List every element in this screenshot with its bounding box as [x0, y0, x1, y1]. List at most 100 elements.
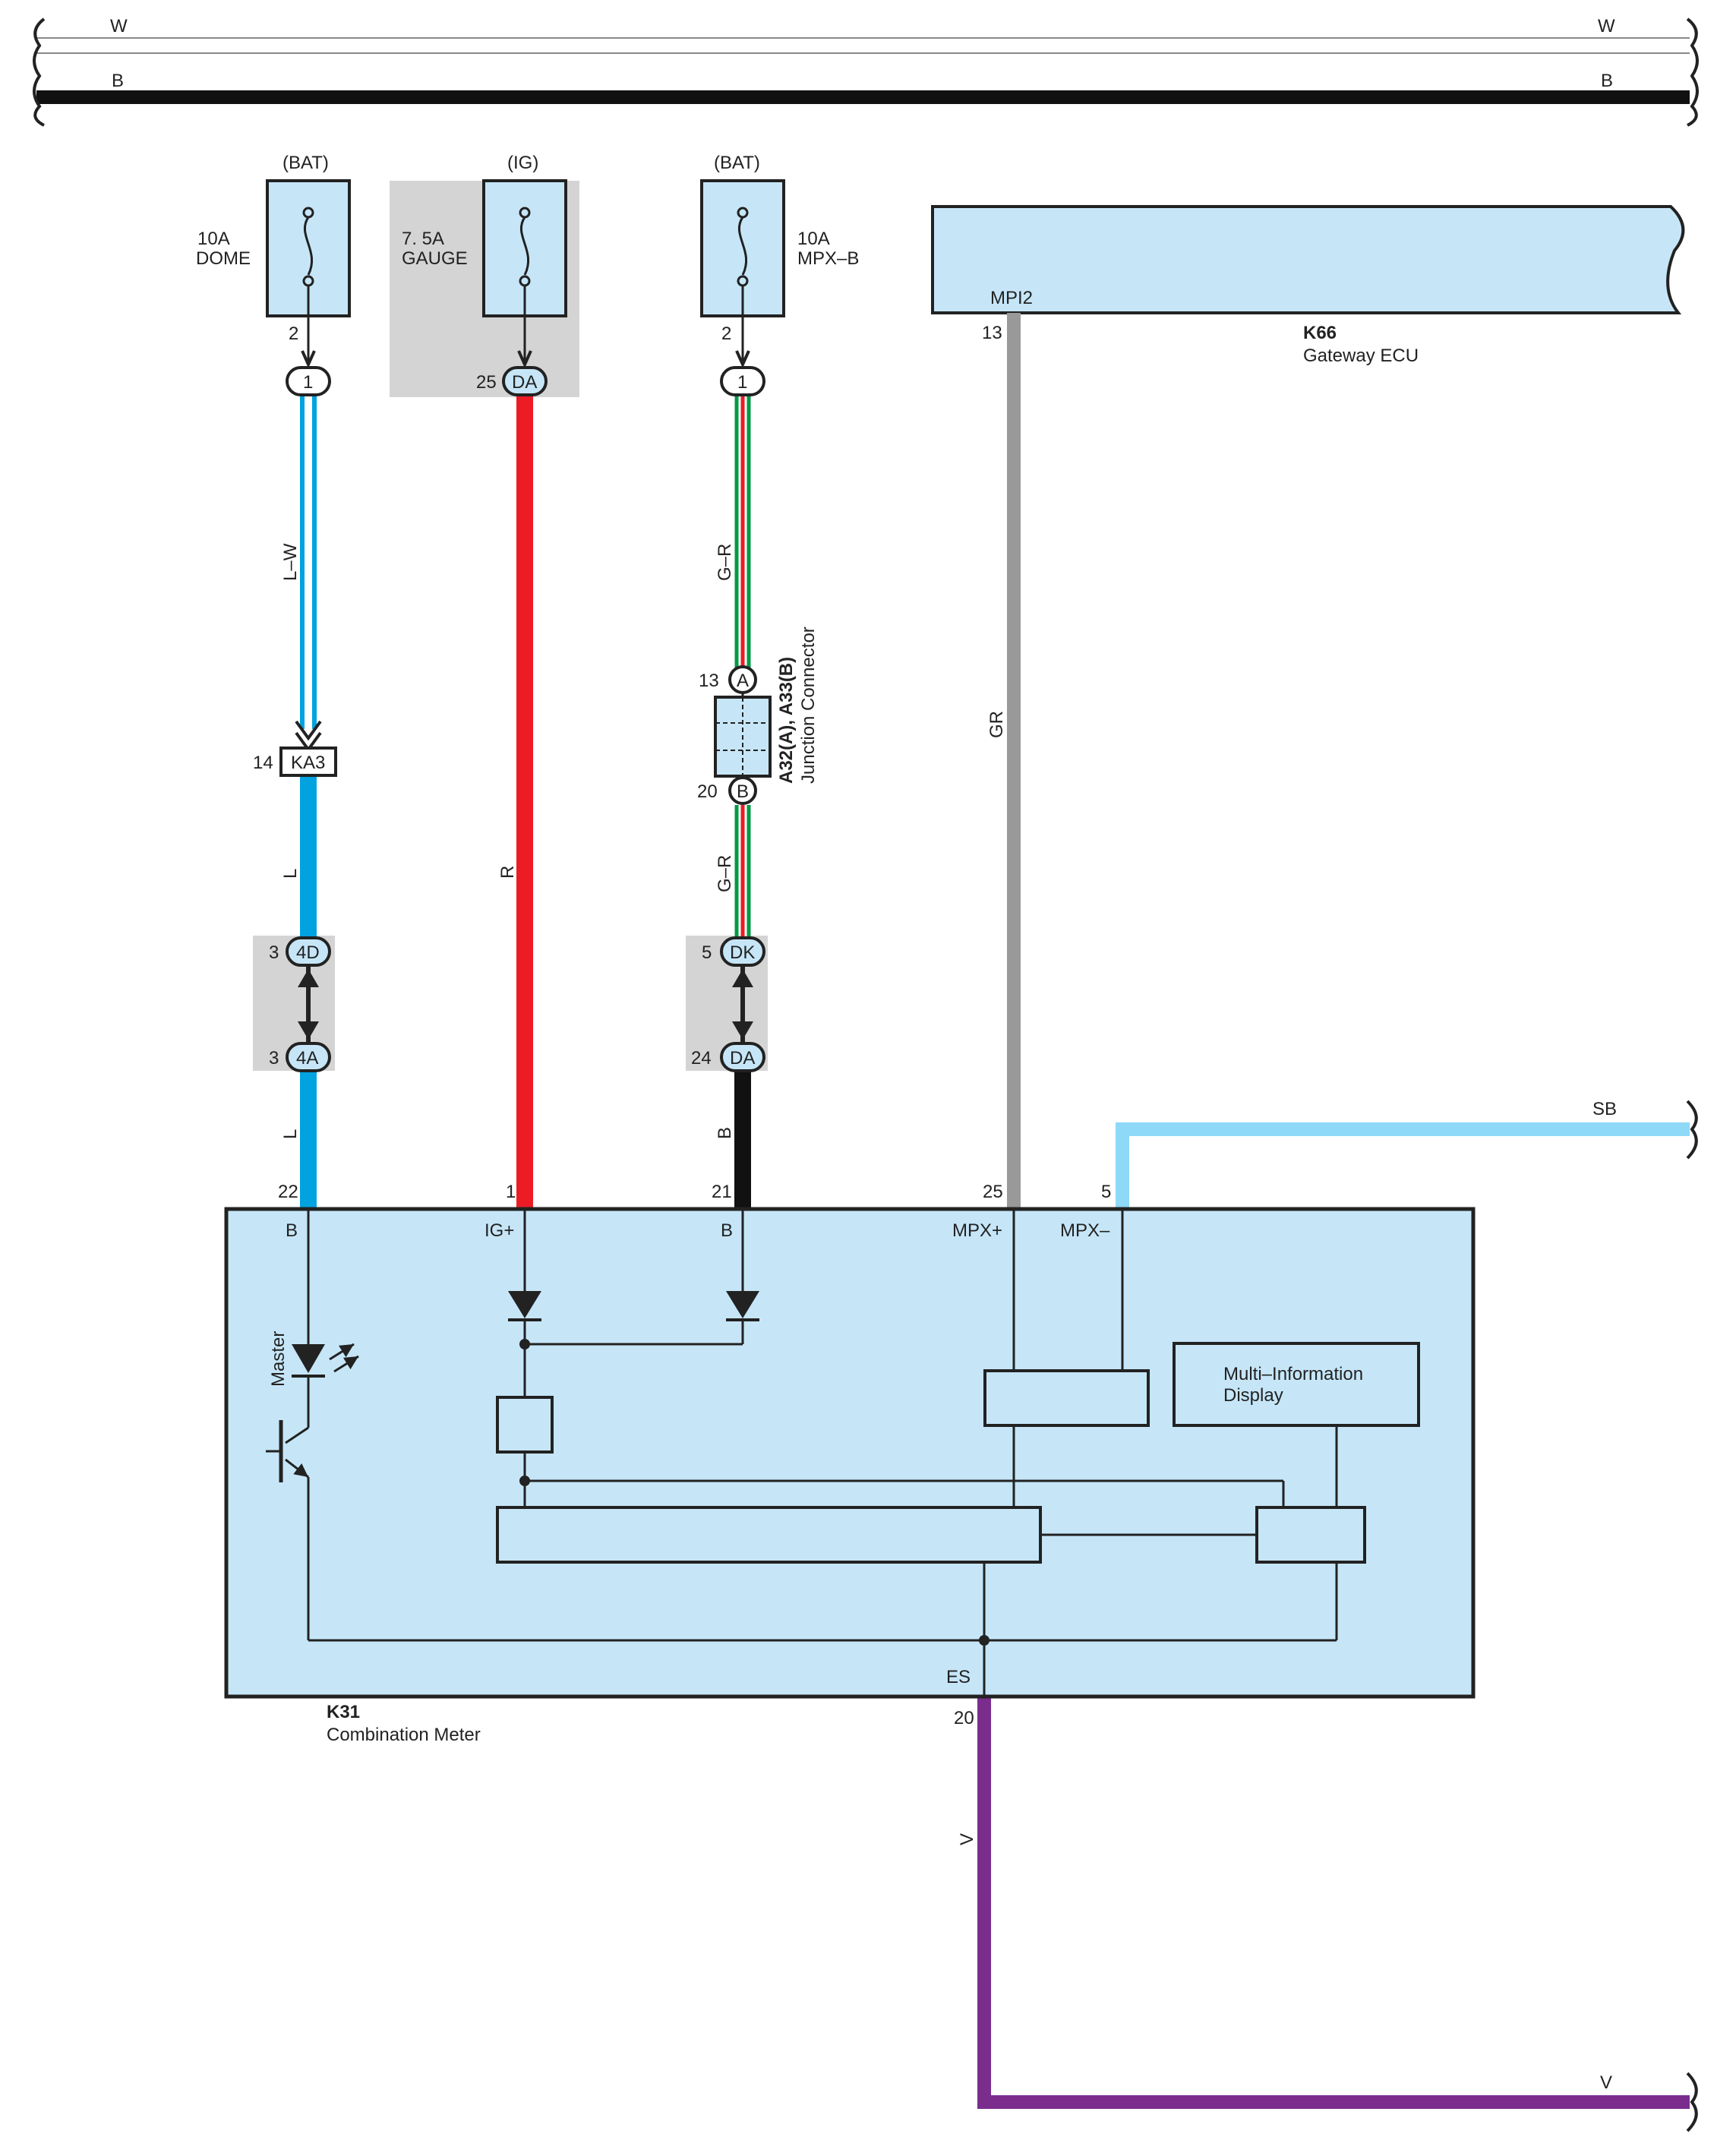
break-right-icon [1686, 17, 1699, 127]
wire-gr-label: GR [986, 711, 1007, 738]
junction-id: A32(A), A33(B) [776, 657, 797, 784]
conn-ka3: KA3 14 [253, 747, 337, 777]
mid-line1: Multi–Information [1223, 1364, 1363, 1384]
wire-b-label: B [715, 1127, 735, 1139]
wire-sb-label: SB [1592, 1099, 1617, 1119]
fuse-gauge-pin: 25 [476, 372, 497, 393]
fuse-dome-name: DOME [196, 248, 251, 269]
meter-pin-mpxm: 5 [1101, 1182, 1111, 1202]
fuse-dome: (BAT) 10A DOME [196, 153, 351, 317]
svg-text:B: B [737, 781, 749, 802]
svg-text:4A: 4A [296, 1048, 318, 1068]
svg-text:DA: DA [730, 1048, 755, 1068]
conn-gauge-out: DA 25 [476, 316, 548, 396]
junction-connector: A 13 B 20 A32(A), A33(B) Junction Connec… [697, 627, 819, 805]
main-cpu-block [496, 1506, 1042, 1564]
meter-term-es: ES [946, 1667, 971, 1687]
svg-text:KA3: KA3 [291, 753, 325, 773]
meter-id: K31 [327, 1702, 360, 1722]
gateway-name: Gateway ECU [1303, 346, 1419, 366]
bus-w-left-label: W [110, 16, 128, 36]
fuse-gauge-amps: 7. 5A [402, 229, 444, 249]
conn-arrow-icon [301, 350, 316, 368]
conn-4a-pin: 3 [269, 1048, 279, 1068]
bus-b-right-label: B [1601, 71, 1613, 91]
meter-pin-b2: 21 [712, 1182, 732, 1202]
gateway-terminal: MPI2 [990, 288, 1033, 308]
fuse-gauge: (IG) 7. 5A GAUGE [402, 153, 567, 317]
wire-l-lower-label: L [280, 1129, 301, 1139]
break-left-icon [33, 17, 46, 127]
fuse-dome-source: (BAT) [282, 153, 329, 173]
junction-b-pin: 20 [697, 781, 718, 802]
bus-w-right-label: W [1598, 16, 1615, 36]
wire-r-label: R [497, 866, 518, 879]
bus-b-left-label: B [112, 71, 124, 91]
meter-term-mpxm: MPX– [1060, 1220, 1110, 1241]
diode-ig-icon [508, 1291, 541, 1318]
conn-dk-da: DK 5 DA 24 [691, 936, 765, 1072]
mid-driver-block [1255, 1506, 1366, 1564]
mid-display-block [1173, 1342, 1420, 1427]
meter-pin-es: 20 [954, 1708, 974, 1728]
conn-mpxb-out: 1 2 [720, 316, 765, 396]
wire-lw [295, 395, 322, 753]
svg-text:A: A [737, 671, 749, 691]
conn-dome-out: 1 2 [286, 316, 331, 396]
comm-block [983, 1369, 1150, 1427]
gateway-id: K66 [1303, 323, 1337, 343]
wire-v-right-label: V [1600, 2072, 1612, 2093]
fuse-mpxb-pin: 2 [721, 324, 731, 344]
fuse-mpxb-source: (BAT) [714, 153, 760, 173]
meter-term-mpxp: MPX+ [952, 1220, 1002, 1241]
master-label: Master [268, 1331, 289, 1387]
fuse-dome-icon [303, 216, 314, 276]
meter-term-b1: B [286, 1220, 298, 1241]
mating-arrows-icon [732, 969, 753, 1040]
fuse-mpxb-amps: 10A [797, 229, 830, 249]
fuse-mpxb: (BAT) 10A MPX–B [700, 153, 859, 317]
diode-b-icon [726, 1291, 759, 1318]
wire-sb [1116, 1122, 1690, 1209]
fuse-gauge-source: (IG) [507, 153, 538, 173]
svg-text:DA: DA [512, 372, 537, 393]
conn-4d-pin: 3 [269, 942, 279, 963]
conn-dk-pin: 5 [702, 942, 712, 963]
mating-arrows-icon [298, 969, 319, 1040]
meter-pin-b1: 22 [278, 1182, 298, 1202]
fuse-dome-pin: 2 [289, 324, 298, 344]
svg-text:4D: 4D [296, 942, 320, 963]
conn-arrow-icon [735, 350, 750, 368]
wire-gr-upper-label: G–R [715, 544, 735, 581]
conn-arrow-icon [517, 350, 532, 368]
meter-pin-ig: 1 [506, 1182, 516, 1202]
fuse-dome-amps: 10A [197, 229, 230, 249]
wire-gr-lower [734, 805, 751, 938]
regulator-block [496, 1396, 554, 1454]
junction-name: Junction Connector [798, 627, 819, 784]
gateway-ecu: MPI2 13 K66 Gateway ECU [931, 205, 1685, 366]
wire-v [977, 1698, 1690, 2109]
gateway-pin: 13 [982, 323, 1002, 343]
meter-term-b2: B [721, 1220, 733, 1241]
conn-4d-4a: 4D 3 4A 3 [269, 936, 331, 1072]
wire-l-upper-label: L [280, 869, 301, 879]
fuse-gauge-icon [519, 216, 530, 276]
svg-text:1: 1 [303, 372, 313, 393]
top-bus: W W B B [33, 16, 1699, 127]
conn-da-pin: 24 [691, 1048, 712, 1068]
wire-gr-lower-label: G–R [715, 855, 735, 892]
mid-line2: Display [1223, 1385, 1283, 1406]
master-led-icon [292, 1344, 325, 1373]
meter-name: Combination Meter [327, 1725, 481, 1745]
junction-a-pin: 13 [699, 671, 719, 691]
svg-text:DK: DK [730, 942, 755, 963]
wire-gr-upper [734, 395, 751, 668]
meter-pin-mpxp: 25 [983, 1182, 1003, 1202]
wire-lw-label: L–W [280, 543, 301, 581]
svg-text:1: 1 [737, 372, 747, 393]
break-sb-icon [1686, 1100, 1698, 1160]
fuse-gauge-name: GAUGE [402, 248, 468, 269]
break-v-icon [1686, 2072, 1698, 2132]
